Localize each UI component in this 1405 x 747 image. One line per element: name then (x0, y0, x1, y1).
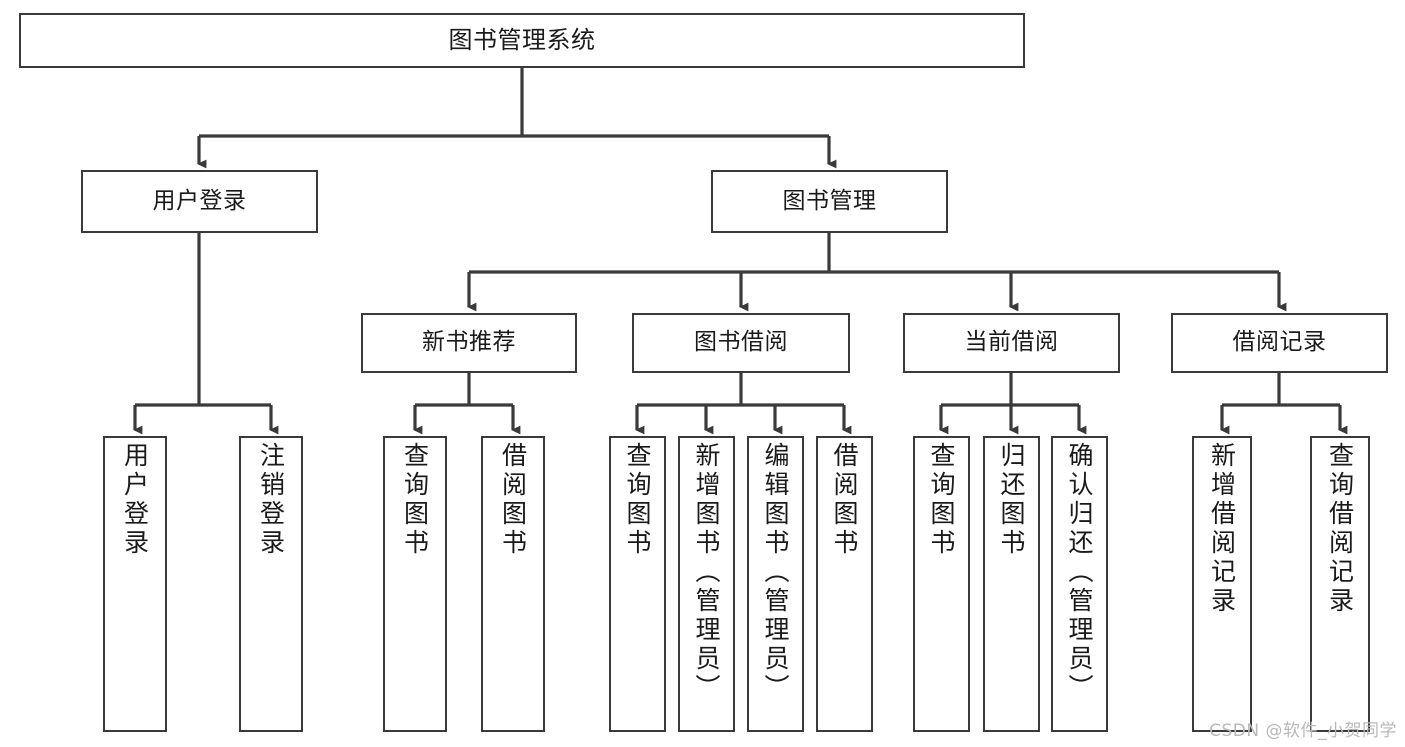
node-book-borrow[interactable]: 图书借阅 (632, 313, 850, 373)
leaf-edit-book-admin[interactable]: 编辑图书（管理员） (747, 436, 804, 732)
leaf-borrow-book-recommend[interactable]: 借阅图书 (481, 436, 545, 732)
leaf-confirm-return-admin[interactable]: 确认归还（管理员） (1051, 436, 1108, 732)
node-label: 注销登录 (256, 442, 286, 558)
node-label: 借阅记录 (1232, 329, 1327, 356)
leaf-add-borrow-record[interactable]: 新增借阅记录 (1192, 436, 1252, 732)
leaf-add-book-admin[interactable]: 新增图书（管理员） (678, 436, 735, 732)
node-user-login[interactable]: 用户登录 (81, 170, 318, 233)
node-label: 新增借阅记录 (1207, 442, 1237, 616)
node-label: 图书管理 (782, 187, 877, 214)
node-new-book-recommend[interactable]: 新书推荐 (361, 313, 577, 373)
leaf-logout-login[interactable]: 注销登录 (239, 436, 303, 732)
node-label: 图书借阅 (694, 329, 788, 356)
node-label: 借阅图书 (498, 442, 528, 558)
node-label: 归还图书 (997, 442, 1026, 558)
node-current-borrow[interactable]: 当前借阅 (903, 313, 1120, 373)
leaf-query-borrow-record[interactable]: 查询借阅记录 (1310, 436, 1370, 732)
node-label: 借阅图书 (830, 442, 859, 558)
node-label: 查询图书 (623, 442, 652, 558)
node-label: 确认归还（管理员） (1065, 442, 1094, 703)
node-root-book-management-system[interactable]: 图书管理系统 (19, 13, 1025, 68)
node-label: 新书推荐 (422, 329, 516, 356)
node-label: 图书管理系统 (448, 26, 596, 55)
node-label: 新增图书（管理员） (692, 442, 721, 703)
node-label: 当前借阅 (964, 329, 1059, 356)
leaf-query-book-current[interactable]: 查询图书 (913, 436, 970, 732)
node-book-management[interactable]: 图书管理 (711, 170, 948, 233)
node-label: 编辑图书（管理员） (761, 442, 790, 703)
node-label: 用户登录 (152, 187, 247, 214)
csdn-watermark: CSDN @软件_小贺同学 (1209, 721, 1397, 741)
node-label: 查询图书 (400, 442, 430, 558)
node-label: 查询图书 (927, 442, 956, 558)
node-borrow-record[interactable]: 借阅记录 (1171, 313, 1388, 373)
leaf-return-book[interactable]: 归还图书 (983, 436, 1040, 732)
leaf-query-book-borrow[interactable]: 查询图书 (609, 436, 666, 732)
leaf-query-book-recommend[interactable]: 查询图书 (383, 436, 447, 732)
node-label: 查询借阅记录 (1325, 442, 1355, 616)
leaf-borrow-book[interactable]: 借阅图书 (816, 436, 873, 732)
leaf-user-login[interactable]: 用户登录 (103, 436, 167, 732)
node-label: 用户登录 (120, 442, 150, 558)
